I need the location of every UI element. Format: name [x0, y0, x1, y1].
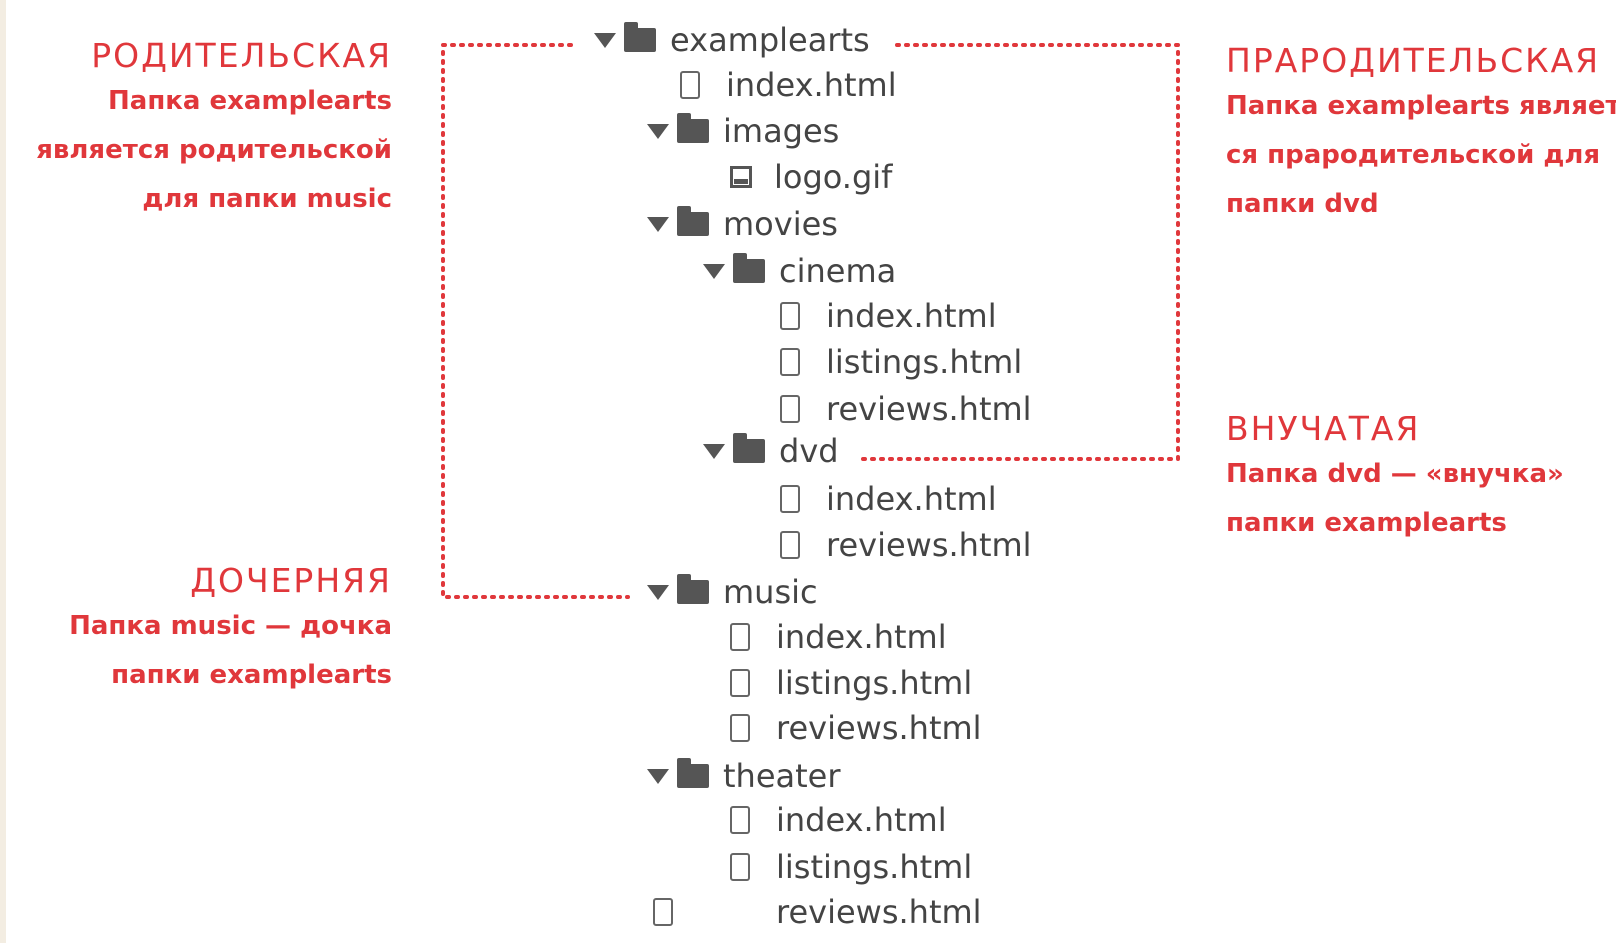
parent-text-line: Папка examplearts: [108, 86, 392, 116]
tree-file[interactable]: reviews.html: [780, 386, 1032, 432]
tree-item-label: listings.html: [776, 848, 973, 886]
tree-item-label: reviews.html: [826, 390, 1032, 428]
file-icon: [653, 898, 673, 926]
folder-icon: [677, 574, 709, 604]
tree-file[interactable]: index.html: [780, 476, 997, 522]
tree-file[interactable]: reviews.html: [780, 522, 1032, 568]
file-icon: [730, 714, 750, 742]
expand-arrow-icon[interactable]: [703, 443, 725, 459]
tree-item-label: music: [723, 573, 818, 611]
tree-item-label: theater: [723, 757, 841, 795]
folder-icon: [677, 758, 709, 788]
expand-arrow-icon[interactable]: [647, 123, 669, 139]
file-icon: [780, 531, 800, 559]
tree-folder-dvd[interactable]: dvd: [703, 428, 839, 474]
grandparent-text-line: Папка examplearts являет-: [1226, 91, 1616, 121]
tree-file[interactable]: listings.html: [730, 844, 972, 890]
expand-arrow-icon[interactable]: [594, 32, 616, 48]
tree-file[interactable]: index.html: [680, 62, 897, 108]
tree-item-label: index.html: [776, 618, 947, 656]
tree-folder-cinema[interactable]: cinema: [703, 248, 896, 294]
folder-icon: [677, 113, 709, 143]
tree-item-label: examplearts: [670, 21, 870, 59]
tree-item-label: index.html: [826, 297, 997, 335]
child-heading: ДОЧЕРНЯЯ: [190, 561, 392, 600]
tree-folder-examplearts[interactable]: examplearts: [594, 17, 870, 63]
folder-icon: [624, 22, 656, 52]
file-icon: [780, 395, 800, 423]
expand-arrow-icon[interactable]: [647, 768, 669, 784]
tree-item-label: reviews.html: [776, 709, 982, 747]
tree-item-label: images: [723, 112, 840, 150]
file-icon: [730, 669, 750, 697]
child-text-line: папки examplearts: [111, 660, 392, 690]
tree-file[interactable]: index.html: [730, 797, 947, 843]
file-icon: [730, 853, 750, 881]
tree-item-label: index.html: [726, 66, 897, 104]
tree-item-label: listings.html: [826, 343, 1023, 381]
tree-item-label: listings.html: [776, 664, 973, 702]
tree-item-label: index.html: [826, 480, 997, 518]
tree-folder-movies[interactable]: movies: [647, 201, 838, 247]
file-icon: [780, 485, 800, 513]
file-icon: [730, 623, 750, 651]
tree-item-label: dvd: [779, 432, 839, 470]
tree-item-label: reviews.html: [776, 893, 982, 931]
parent-text-line: для папки music: [142, 184, 392, 214]
tree-file[interactable]: reviews.html: [730, 705, 982, 751]
grandchild-heading: ВНУЧАТАЯ: [1226, 409, 1421, 448]
tree-folder-music[interactable]: music: [647, 569, 818, 615]
expand-arrow-icon[interactable]: [647, 216, 669, 232]
grandparent-text-line: ся прародительской для: [1226, 140, 1601, 170]
grandchild-annotation: ВНУЧАТАЯ Папка dvd — «внучка» папки exam…: [1226, 408, 1616, 548]
tree-file[interactable]: logo.gif: [730, 154, 892, 200]
grandparent-text-line: папки dvd: [1226, 189, 1379, 219]
tree-file[interactable]: listings.html: [730, 660, 972, 706]
file-icon: [780, 302, 800, 330]
parent-heading: РОДИТЕЛЬСКАЯ: [91, 36, 392, 75]
file-icon: [730, 806, 750, 834]
tree-folder-theater[interactable]: theater: [647, 753, 841, 799]
parent-text-line: является родительской: [36, 135, 392, 165]
child-annotation: ДОЧЕРНЯЯ Папка music — дочка папки examp…: [20, 560, 392, 700]
parent-annotation: РОДИТЕЛЬСКАЯ Папка examplearts является …: [20, 35, 392, 224]
file-icon: [780, 348, 800, 376]
tree-item-label: cinema: [779, 252, 897, 290]
expand-arrow-icon[interactable]: [647, 584, 669, 600]
image-file-icon: [730, 166, 752, 188]
grandparent-heading: ПРАРОДИТЕЛЬСКАЯ: [1226, 41, 1601, 80]
tree-item-label: logo.gif: [774, 158, 893, 196]
folder-icon: [733, 253, 765, 283]
tree-file[interactable]: listings.html: [780, 339, 1022, 385]
tree-file[interactable]: index.html: [730, 614, 947, 660]
expand-arrow-icon[interactable]: [703, 263, 725, 279]
grandparent-connector: [854, 43, 1180, 461]
tree-folder-images[interactable]: images: [647, 108, 839, 154]
tree-item-label: reviews.html: [826, 526, 1032, 564]
grandchild-text-line: Папка dvd — «внучка»: [1226, 459, 1564, 489]
file-icon: [680, 71, 700, 99]
tree-file[interactable]: index.html: [780, 293, 997, 339]
tree-item-label: movies: [723, 205, 838, 243]
folder-icon: [733, 433, 765, 463]
folder-icon: [677, 206, 709, 236]
grandchild-text-line: папки examplearts: [1226, 508, 1507, 538]
parent-connector: [441, 43, 630, 599]
child-text-line: Папка music — дочка: [69, 611, 392, 641]
tree-file[interactable]: reviews.html: [653, 889, 982, 935]
tree-item-label: index.html: [776, 801, 947, 839]
grandparent-annotation: ПРАРОДИТЕЛЬСКАЯ Папка examplearts являет…: [1226, 40, 1616, 229]
